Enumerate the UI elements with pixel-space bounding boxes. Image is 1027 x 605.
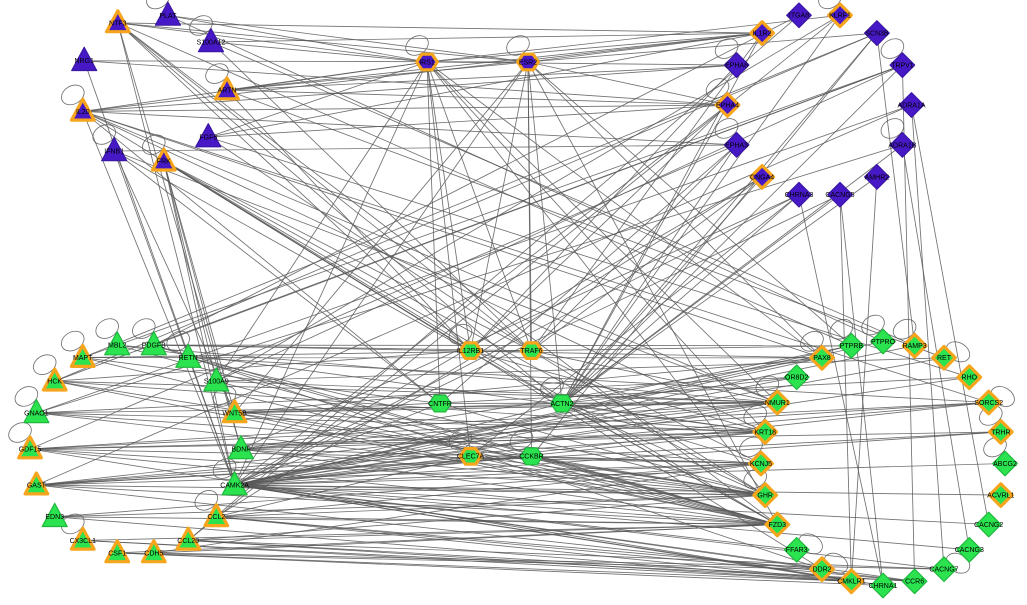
svg-text:CCKBR: CCKBR [519,454,544,461]
svg-text:MAPT: MAPT [73,355,93,362]
svg-text:FFAR3: FFAR3 [786,547,808,554]
svg-text:MBL2: MBL2 [108,343,126,350]
svg-text:CMKLR1: CMKLR1 [837,579,866,586]
svg-text:FGF6: FGF6 [199,135,217,142]
svg-text:SCN3B: SCN3B [865,31,889,38]
svg-text:TRAF6: TRAF6 [520,348,542,355]
svg-text:ACVRL1: ACVRL1 [987,493,1014,500]
svg-text:KCNJ5: KCNJ5 [750,461,772,468]
svg-text:FZD3: FZD3 [769,522,787,529]
svg-text:PTPRB: PTPRB [840,343,864,350]
svg-text:PTPRO: PTPRO [871,339,896,346]
svg-text:OR8D2: OR8D2 [785,375,808,382]
svg-text:IFNB1: IFNB1 [104,148,124,155]
svg-text:KRT18: KRT18 [754,429,776,436]
svg-text:RAMP3: RAMP3 [903,343,927,350]
svg-text:CCR6: CCR6 [905,579,924,586]
svg-text:NTF3: NTF3 [109,20,127,27]
svg-text:FRK: FRK [157,159,171,166]
svg-text:HCK: HCK [47,379,62,386]
svg-text:CSF1: CSF1 [108,550,126,557]
svg-text:EPHA3: EPHA3 [725,142,748,149]
svg-text:EPHA4: EPHA4 [716,102,739,109]
svg-text:DDR2: DDR2 [812,567,831,574]
svg-text:NRG1: NRG1 [74,58,94,65]
svg-text:CACNG3: CACNG3 [955,547,984,554]
svg-text:GAST: GAST [27,483,47,490]
svg-text:IL1R2: IL1R2 [753,31,772,38]
svg-text:ADRA1B: ADRA1B [888,142,916,149]
svg-text:CHRNA3: CHRNA3 [785,192,814,199]
svg-text:CNTFR: CNTFR [428,401,452,408]
svg-text:TRHR: TRHR [991,429,1010,436]
svg-text:GDF15: GDF15 [19,446,42,453]
svg-text:PLAT: PLAT [159,13,177,20]
svg-text:S100A12: S100A12 [197,39,226,46]
svg-text:ESR2: ESR2 [519,59,537,66]
svg-text:CCL20: CCL20 [177,538,199,545]
svg-text:ADRA1A: ADRA1A [897,102,925,109]
svg-text:CAMK2A: CAMK2A [220,483,249,490]
svg-text:TRPV1: TRPV1 [891,63,914,70]
svg-text:CLEC7A: CLEC7A [457,454,485,461]
svg-text:CX3CL1: CX3CL1 [70,538,97,545]
svg-text:PAX8: PAX8 [813,355,830,362]
svg-text:KLRF1: KLRF1 [829,13,851,20]
svg-text:ITGA8: ITGA8 [789,13,809,20]
svg-text:RHO: RHO [962,375,978,382]
svg-text:ABCG2: ABCG2 [993,461,1017,468]
svg-text:ACTN2: ACTN2 [551,401,574,408]
svg-text:CACNG2: CACNG2 [974,522,1003,529]
svg-text:NMUR1: NMUR1 [765,400,790,407]
svg-text:WNT5B: WNT5B [222,410,247,417]
svg-text:RETN: RETN [179,355,198,362]
svg-text:IRS1: IRS1 [419,59,435,66]
svg-text:EPHA8: EPHA8 [725,63,748,70]
svg-text:IL20: IL20 [76,109,90,116]
svg-text:CCL2: CCL2 [207,514,225,521]
svg-text:PDGFB: PDGFB [142,343,166,350]
svg-text:BDNF: BDNF [231,446,250,453]
svg-text:GNAO1: GNAO1 [24,410,49,417]
svg-text:AMHR2: AMHR2 [865,174,890,181]
svg-text:SORCS2: SORCS2 [974,400,1003,407]
svg-text:RET: RET [937,355,952,362]
svg-text:GHR: GHR [757,493,773,500]
svg-text:CHRNA1: CHRNA1 [869,583,898,590]
svg-text:CACNG5: CACNG5 [825,192,854,199]
svg-text:ARTN: ARTN [218,88,237,95]
svg-text:CDH5: CDH5 [144,550,163,557]
svg-text:IL12RB1: IL12RB1 [457,348,484,355]
svg-text:CACNG7: CACNG7 [929,567,958,574]
svg-text:EDN3: EDN3 [45,514,64,521]
svg-text:CNGA4: CNGA4 [750,174,774,181]
svg-text:S100A9: S100A9 [204,379,229,386]
